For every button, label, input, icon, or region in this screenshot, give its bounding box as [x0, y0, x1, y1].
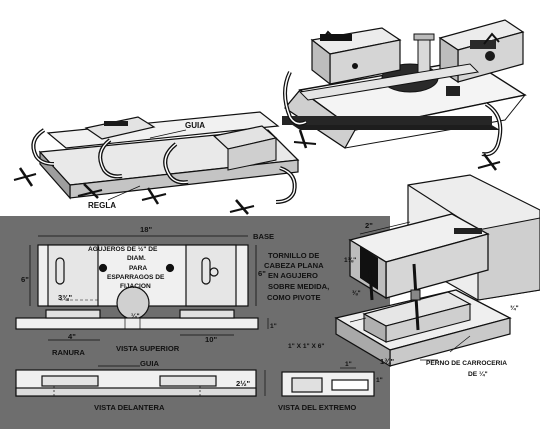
top-view-drawing [29, 235, 257, 320]
dim-height-left: 6" [21, 275, 29, 284]
dim-base-1-3-4: 1¾" [380, 357, 395, 366]
dim-stock: 1" X 1" X 6" [288, 343, 325, 350]
holes-note-line-1: AGUJEROS DE ½" DE [88, 245, 158, 253]
dim-side-1-3-8: 1⅜" [344, 257, 356, 264]
tornillo-note-line-4: SOBRE MEDIDA, [268, 282, 329, 291]
end-view-drawing [281, 367, 375, 397]
top-view-profile [15, 309, 269, 341]
holes-note-line-4: ESPARRAGOS DE [107, 274, 165, 281]
dim-width-2: 2" [365, 221, 373, 230]
dim-side-3-8: ⅜" [352, 290, 361, 297]
dim-end-side: 1" [376, 377, 383, 384]
perno-note-line-2: DE ¼" [468, 370, 488, 378]
holes-note-line-5: FIJACION [120, 283, 151, 290]
tornillo-note-line-5: COMO PIVOTE [267, 293, 321, 302]
tornillo-note-line-2: CABEZA PLANA [264, 261, 324, 270]
tornillo-note-line-3: EN AGUJERO [268, 271, 318, 280]
vista-del-extremo-label: VISTA DEL EXTREMO [278, 403, 356, 412]
dim-end-1: 1" [345, 361, 352, 368]
iso-pivot-block-illustration [334, 174, 540, 368]
dim-height-right: 6" [258, 269, 266, 278]
top-left-guide-illustration [13, 111, 300, 215]
dim-thickness-3-4: ¾" [510, 304, 519, 312]
holes-note-line-2: DIAM. [127, 255, 146, 262]
guia-label-top: GUIA [185, 121, 205, 130]
vista-superior-label: VISTA SUPERIOR [116, 344, 180, 353]
base-label: BASE [253, 232, 274, 241]
dim-right-offset: 10" [205, 335, 217, 344]
guia-label-front: GUIA [140, 359, 160, 368]
front-view-drawing [15, 365, 266, 397]
vista-delantera-label: VISTA DELANTERA [94, 403, 165, 412]
dim-groove-gap: ¼" [131, 312, 140, 320]
holes-note-line-3: PARA [129, 265, 147, 272]
dim-overall-width: 18" [140, 225, 152, 234]
top-right-jig-illustration [282, 19, 527, 171]
dim-center-gap: 3⅜" [58, 293, 73, 302]
ranura-label: RANURA [52, 348, 85, 357]
dim-front-height: 2½" [236, 379, 251, 388]
regla-label: REGLA [88, 201, 116, 210]
dim-groove-width: 4" [68, 332, 76, 341]
tornillo-note-line-1: TORNILLO DE [268, 251, 319, 260]
perno-note-line-1: PERNO DE CARROCERIA [426, 360, 507, 367]
dim-depth: 1" [270, 323, 277, 330]
